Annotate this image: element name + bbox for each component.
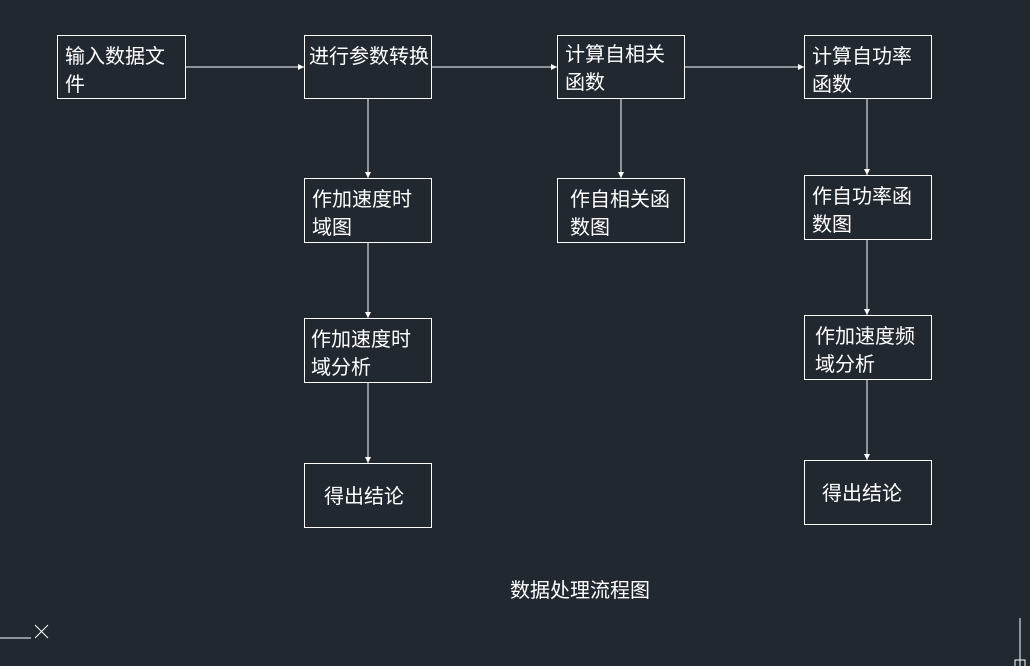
node-acceleration-frequency-analysis: 作加速度频域分析 [804, 315, 932, 380]
node-acceleration-time-plot: 作加速度时域图 [304, 178, 432, 243]
node-conclusion-left: 得出结论 [304, 463, 432, 528]
node-conclusion-right: 得出结论 [804, 460, 932, 525]
node-autopower-plot: 作自功率函数图 [804, 175, 932, 240]
node-input-data-file: 输入数据文件 [57, 35, 186, 99]
node-acceleration-time-analysis: 作加速度时域分析 [304, 318, 432, 383]
node-compute-autopower: 计算自功率函数 [804, 35, 932, 99]
node-autocorrelation-plot: 作自相关函数图 [557, 178, 685, 243]
crosshair-cursor-icon [1014, 618, 1026, 666]
node-compute-autocorrelation: 计算自相关函数 [557, 35, 685, 99]
node-parameter-conversion: 进行参数转换 [304, 35, 432, 99]
ucs-origin-icon [0, 624, 49, 639]
diagram-caption: 数据处理流程图 [510, 578, 650, 602]
